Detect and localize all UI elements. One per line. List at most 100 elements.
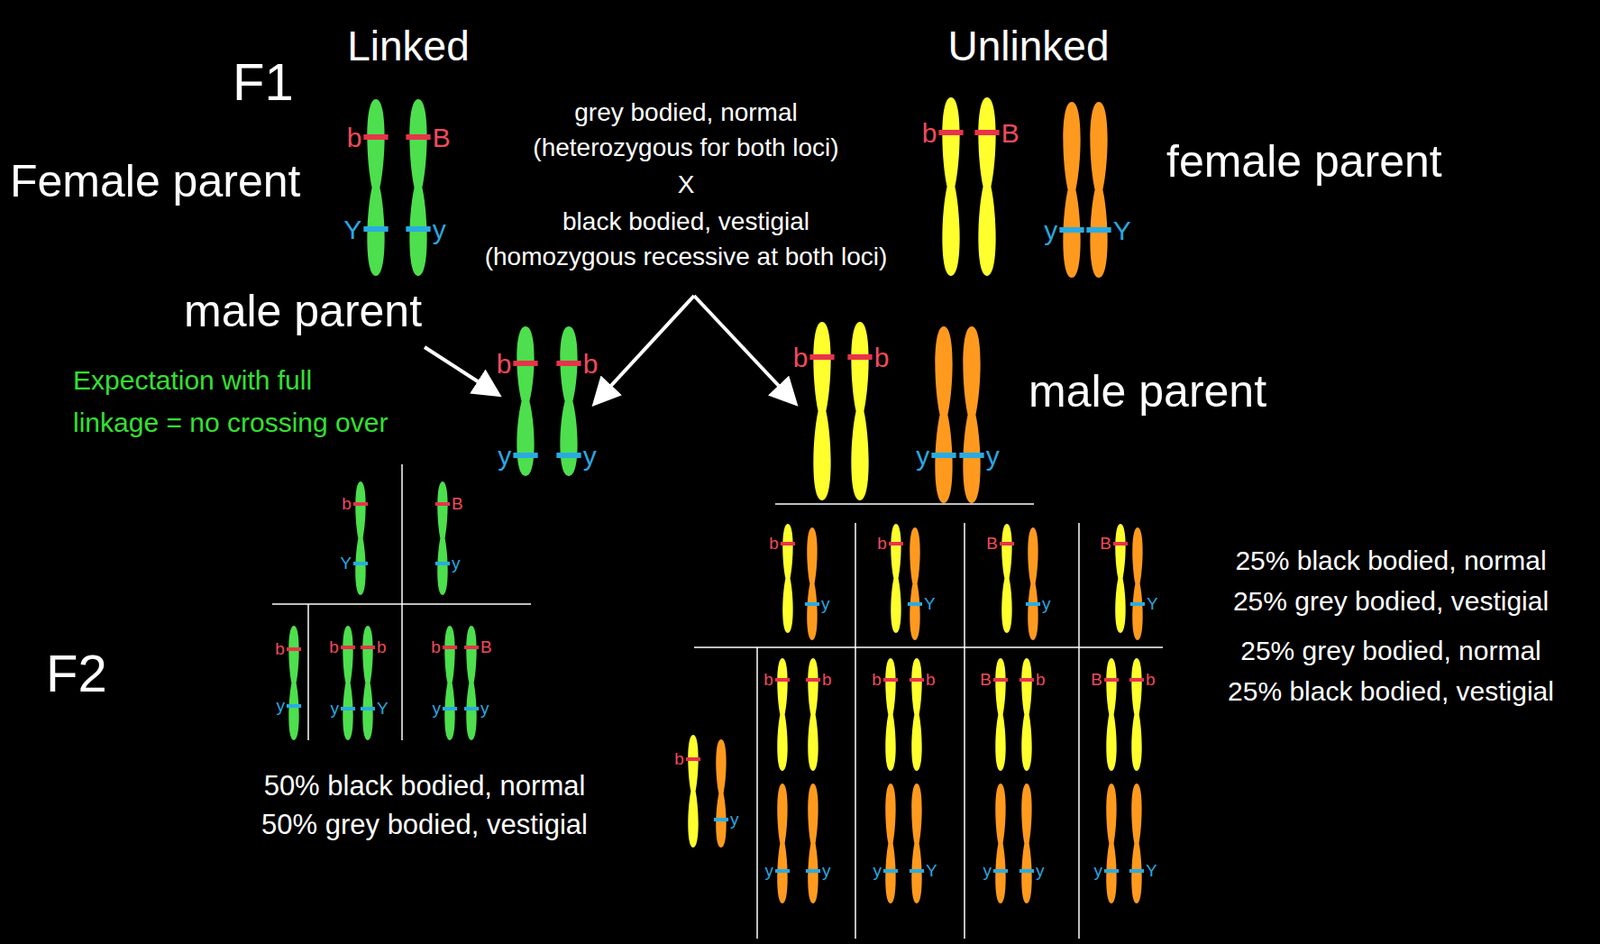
parent-label: Female parent — [9, 156, 301, 207]
allele-letter: B — [1099, 534, 1112, 554]
allele-letter: y — [986, 440, 1000, 471]
punnett-line — [401, 464, 403, 741]
chromosome — [687, 734, 698, 848]
cross-arrow — [694, 295, 794, 402]
locus-band — [909, 677, 924, 682]
locus-band — [405, 226, 430, 232]
allele-letter: b — [1145, 670, 1156, 690]
allele-letter: b — [874, 342, 890, 373]
chromosome — [1021, 783, 1032, 904]
allele-letter: y — [1043, 215, 1058, 246]
chromosome — [850, 321, 869, 501]
locus-band — [286, 647, 302, 651]
locus-band — [435, 561, 450, 566]
locus-band — [888, 541, 904, 546]
chromosome — [1115, 523, 1125, 633]
result-text: 25% black bodied, normal — [1234, 545, 1546, 576]
allele-letter: B — [480, 638, 493, 658]
chromosome — [288, 625, 299, 741]
allele-letter: y — [431, 699, 441, 719]
locus-band — [363, 226, 388, 232]
locus-band — [1019, 677, 1034, 682]
cross-text: (heterozygous for both loci) — [532, 134, 839, 163]
chromosome — [962, 326, 980, 503]
allele-letter: b — [925, 670, 936, 690]
locus-band — [1130, 602, 1145, 606]
locus-band — [405, 134, 430, 140]
chromosome — [444, 625, 455, 741]
locus-band — [805, 868, 821, 873]
punnett-line — [1078, 522, 1080, 939]
allele-letter: y — [1093, 861, 1103, 881]
allele-letter: b — [793, 342, 809, 373]
allele-letter: B — [432, 122, 451, 153]
chromosome — [782, 523, 793, 633]
chromosome — [813, 321, 831, 501]
allele-letter: B — [451, 494, 464, 514]
chromosome — [806, 527, 817, 640]
locus-band — [1059, 227, 1084, 233]
parent-label: male parent — [1028, 366, 1267, 417]
locus-band — [907, 602, 923, 606]
locus-band — [974, 129, 999, 136]
locus-band — [685, 757, 701, 761]
locus-band — [999, 541, 1015, 546]
locus-band — [883, 868, 898, 873]
locus-band — [464, 706, 479, 711]
allele-letter: b — [763, 670, 774, 690]
chromosome — [807, 783, 818, 904]
punnett-line — [307, 603, 310, 741]
chromosome — [777, 658, 787, 771]
chromosome — [1131, 658, 1142, 771]
chromosome — [1106, 783, 1116, 904]
allele-letter: Y — [1146, 594, 1159, 614]
chromosome — [409, 99, 427, 276]
chromosome — [1021, 658, 1032, 771]
allele-letter: b — [674, 749, 685, 769]
result-text: 25% grey bodied, vestigial — [1233, 585, 1549, 616]
locus-band — [1129, 868, 1144, 873]
allele-letter: y — [329, 699, 339, 719]
allele-letter: y — [872, 861, 882, 881]
chromosome — [885, 783, 896, 904]
allele-letter: b — [341, 494, 352, 514]
chromosome — [437, 481, 448, 595]
locus-band — [1019, 868, 1034, 873]
locus-band — [1086, 227, 1111, 233]
locus-band — [340, 645, 356, 650]
allele-letter: b — [329, 638, 339, 658]
generation-label: F1 — [232, 53, 294, 111]
punnett-line — [756, 647, 759, 939]
chromosome — [995, 658, 1006, 771]
locus-band — [1113, 541, 1128, 546]
allele-letter: y — [982, 861, 992, 881]
chromosome — [934, 326, 952, 503]
allele-letter: y — [583, 440, 597, 471]
allele-letter: b — [877, 534, 887, 554]
allele-letter: b — [430, 638, 441, 658]
allele-letter: b — [1035, 670, 1046, 690]
result-text: 50% grey bodied, vestigial — [261, 809, 588, 841]
allele-letter: y — [764, 861, 774, 881]
locus-band — [340, 706, 356, 711]
allele-letter: Y — [923, 594, 936, 614]
chromosome — [715, 739, 726, 848]
chromosome — [909, 527, 920, 640]
parent-label: male parent — [183, 286, 422, 337]
result-text: 50% black bodied, normal — [264, 770, 586, 802]
allele-letter: b — [871, 670, 882, 690]
allele-letter: b — [822, 670, 832, 690]
cross-text: black bodied, vestigial — [562, 208, 810, 237]
locus-band — [959, 452, 984, 458]
punnett-line — [854, 522, 857, 939]
locus-band — [909, 868, 924, 873]
allele-letter: b — [768, 534, 779, 554]
chromosome — [1089, 101, 1107, 278]
chromosome — [466, 625, 476, 741]
chromosome — [807, 658, 818, 771]
allele-letter: y — [497, 440, 512, 471]
locus-band — [1104, 868, 1119, 873]
locus-band — [435, 502, 450, 506]
chromosome — [777, 783, 787, 904]
chromosome — [355, 481, 366, 595]
